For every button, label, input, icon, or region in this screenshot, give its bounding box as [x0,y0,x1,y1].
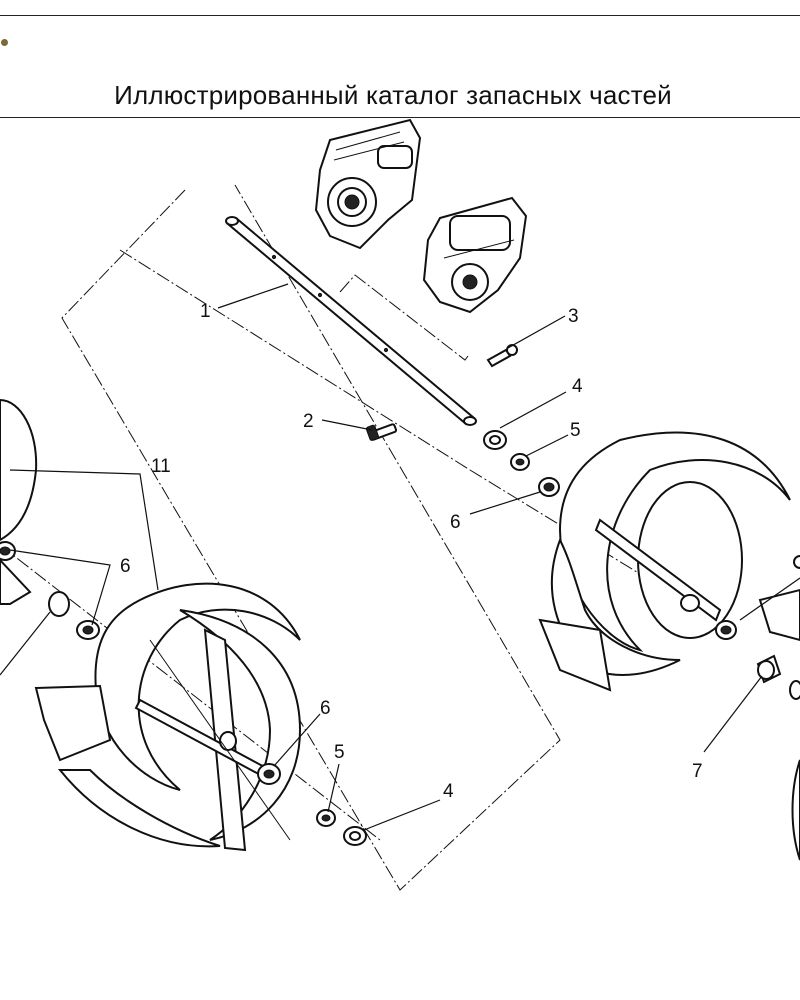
bushing-right [538,477,560,497]
leader-7 [703,675,763,753]
auger-left [34,582,302,852]
page-title: Иллюстрированный каталог запасных частей [114,80,672,110]
nut-right [510,453,530,471]
leader-edge-left [0,611,51,676]
gearbox-housing-front [314,118,422,250]
leader-edge [739,577,800,621]
leader-4-lower [363,799,441,831]
leader-3 [507,315,566,349]
callout-5-upper: 5 [570,420,581,441]
bushing-left [257,763,281,785]
callout-11: 11 [151,456,171,477]
axis-line-lower [0,544,381,841]
gearbox-housing-rear [422,196,528,314]
callout-1: 1 [200,301,211,322]
leader-1 [217,283,289,309]
callout-5-lower: 5 [334,742,345,763]
corner-dot [1,39,8,46]
leader-11 [9,469,159,591]
top-rule [0,15,800,16]
auger-shaft [225,216,477,426]
edge-fastener [793,555,800,569]
leader-5-upper [525,434,569,457]
bushing-edge-right [789,680,800,700]
gearbox-boundary [339,274,469,361]
nut-left [316,809,336,827]
fastener-stack-left-edge [0,541,100,640]
washer-right [483,430,507,450]
auger-right [538,431,800,692]
callout-6-left: 6 [120,556,131,577]
leader-6-upper [469,491,541,515]
shear-bolt [365,423,398,441]
leader-6-lower [273,713,321,767]
exploded-parts-diagram: 1 2 3 4 5 6 11 6 6 5 4 7 [0,118,800,891]
callout-3: 3 [568,306,579,327]
callout-2: 2 [303,411,314,432]
header-rule [0,117,800,118]
leader-4-upper [499,391,567,429]
callout-4-lower: 4 [443,781,454,802]
callout-6-upper: 6 [450,512,461,533]
cotter-pin [486,344,518,368]
auger-left-edge [0,398,38,605]
auger-edge-right [791,759,800,861]
spring-bushing-right [756,654,782,684]
callout-7: 7 [692,761,703,782]
assembly-boundary [61,184,561,891]
callout-4-upper: 4 [572,376,583,397]
leader-2 [321,419,373,431]
axis-line-upper [119,249,471,471]
callout-6-lower: 6 [320,698,331,719]
leader-5-lower [327,763,340,813]
washer-left [343,826,367,846]
leader-6-left [9,549,111,626]
